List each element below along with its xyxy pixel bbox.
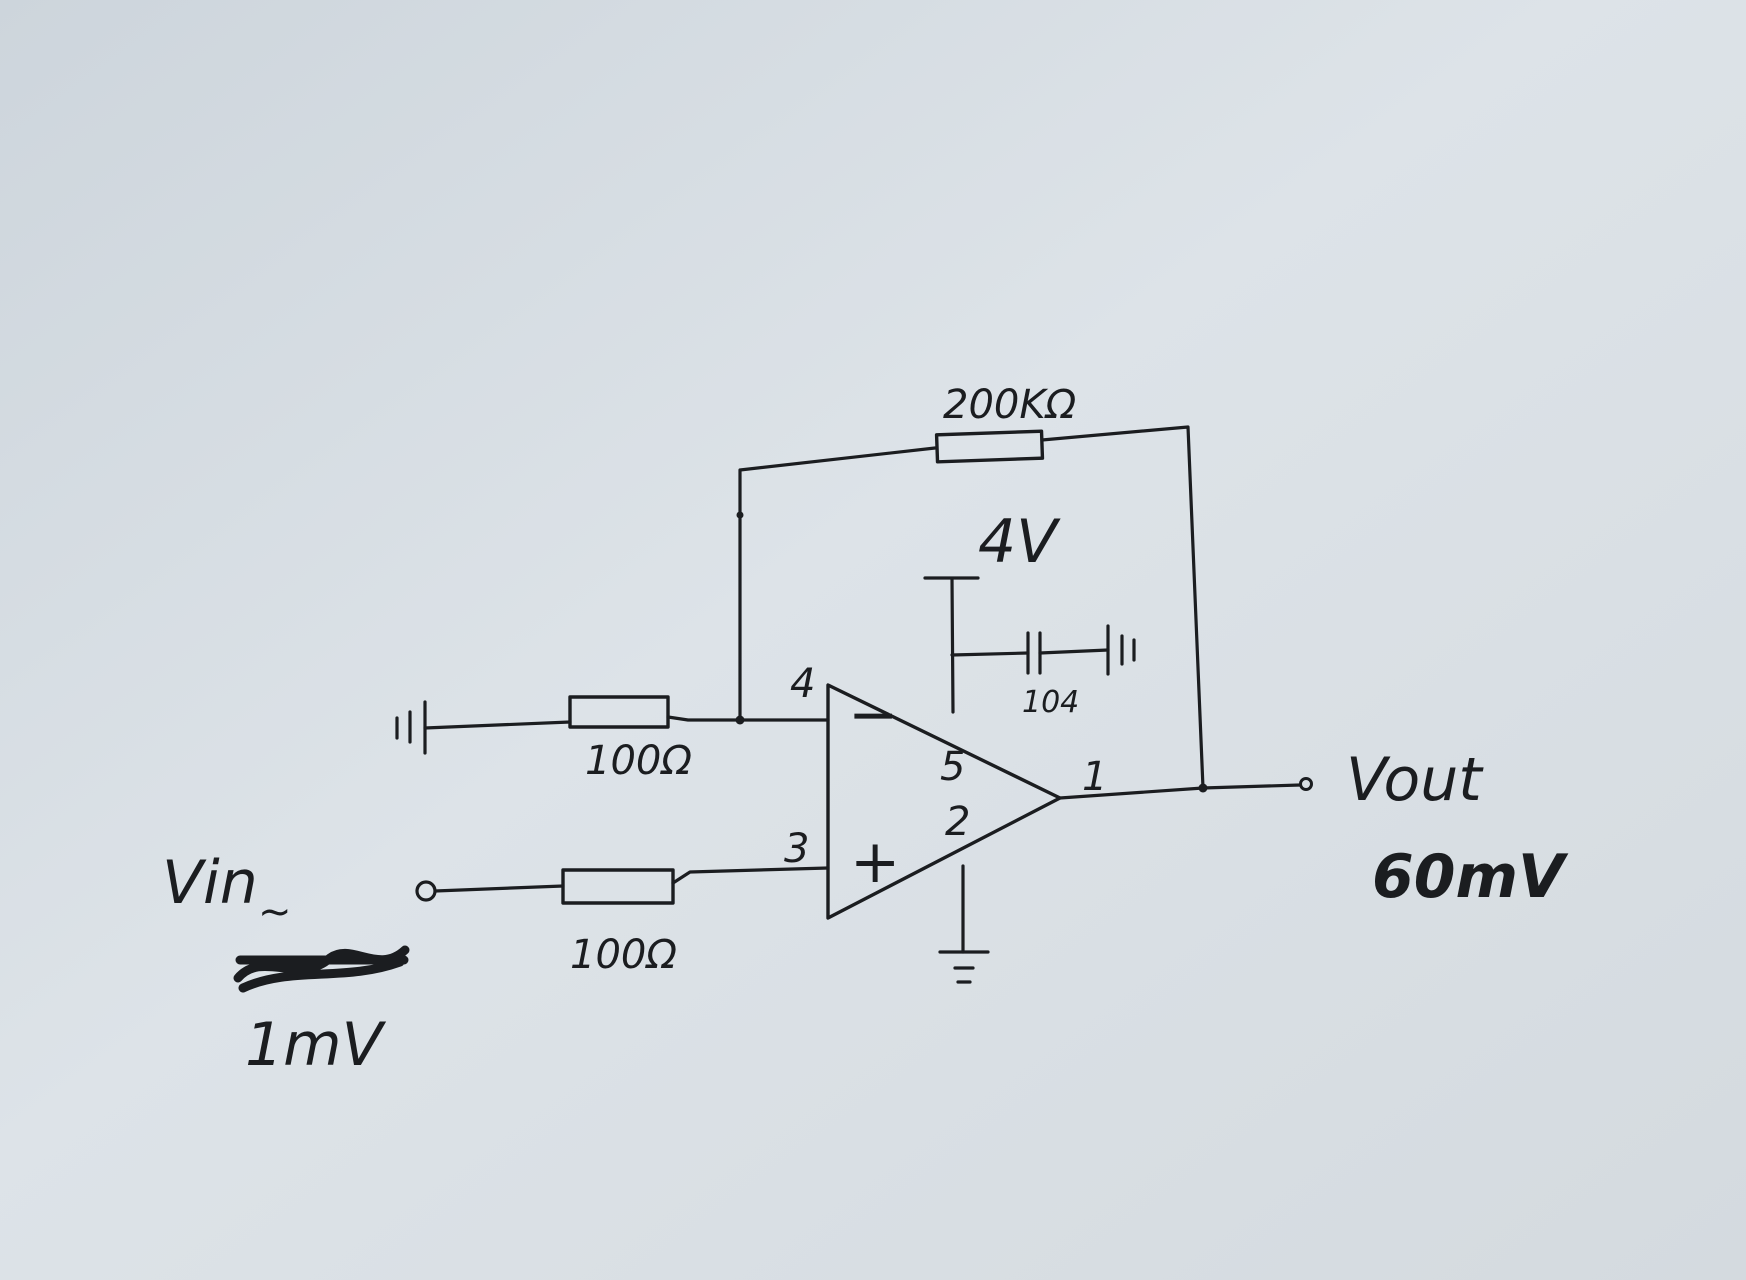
inverting-input-resistor-label: 100Ω xyxy=(585,738,692,784)
pin-5-label: 5 xyxy=(940,744,965,790)
bypass-capacitor xyxy=(1026,631,1042,675)
feedback-junction-dot xyxy=(735,715,745,725)
output-junction-dot xyxy=(1198,783,1208,793)
feedback-wire-right xyxy=(1040,425,1205,790)
ground-symbol-opamp xyxy=(938,950,990,984)
feedback-wire-left xyxy=(738,446,937,722)
inverting-input-resistor xyxy=(568,695,670,729)
supply-wire xyxy=(923,576,980,714)
bypass-wire xyxy=(950,648,1110,657)
noninverting-wire-right xyxy=(671,866,830,885)
pin-2-label: 2 xyxy=(945,799,970,845)
vin-label: Vin xyxy=(162,848,258,918)
scribble-out xyxy=(233,945,410,993)
vout-amplitude: 60mV xyxy=(1372,842,1569,912)
pin-3-label: 3 xyxy=(784,826,809,872)
inverting-wire-left xyxy=(423,720,572,730)
vout-terminal xyxy=(1299,777,1313,791)
opamp-noninverting-symbol: + xyxy=(850,827,900,897)
bypass-capacitor-label: 104 xyxy=(1022,685,1079,720)
pin-4-label: 4 xyxy=(790,661,815,707)
ground-symbol-capacitor xyxy=(1106,624,1136,676)
noninverting-input-resistor-label: 100Ω xyxy=(570,932,677,978)
vin-amplitude: 1mV xyxy=(245,1010,387,1080)
noninverting-input-resistor xyxy=(561,868,675,905)
opamp-inverting-symbol: − xyxy=(848,680,898,750)
inverting-wire-right xyxy=(666,715,830,722)
feedback-resistor xyxy=(934,429,1045,464)
feedback-junction-dot-upper xyxy=(736,511,744,519)
opamp-body xyxy=(826,683,1062,920)
noninverting-wire-left xyxy=(433,884,565,893)
vout-label: Vout xyxy=(1346,745,1484,815)
supply-label: 4V xyxy=(978,507,1061,577)
feedback-resistor-label: 200KΩ xyxy=(943,382,1077,428)
pin-1-label: 1 xyxy=(1082,754,1107,800)
vin-waveform: ~ xyxy=(258,889,292,935)
